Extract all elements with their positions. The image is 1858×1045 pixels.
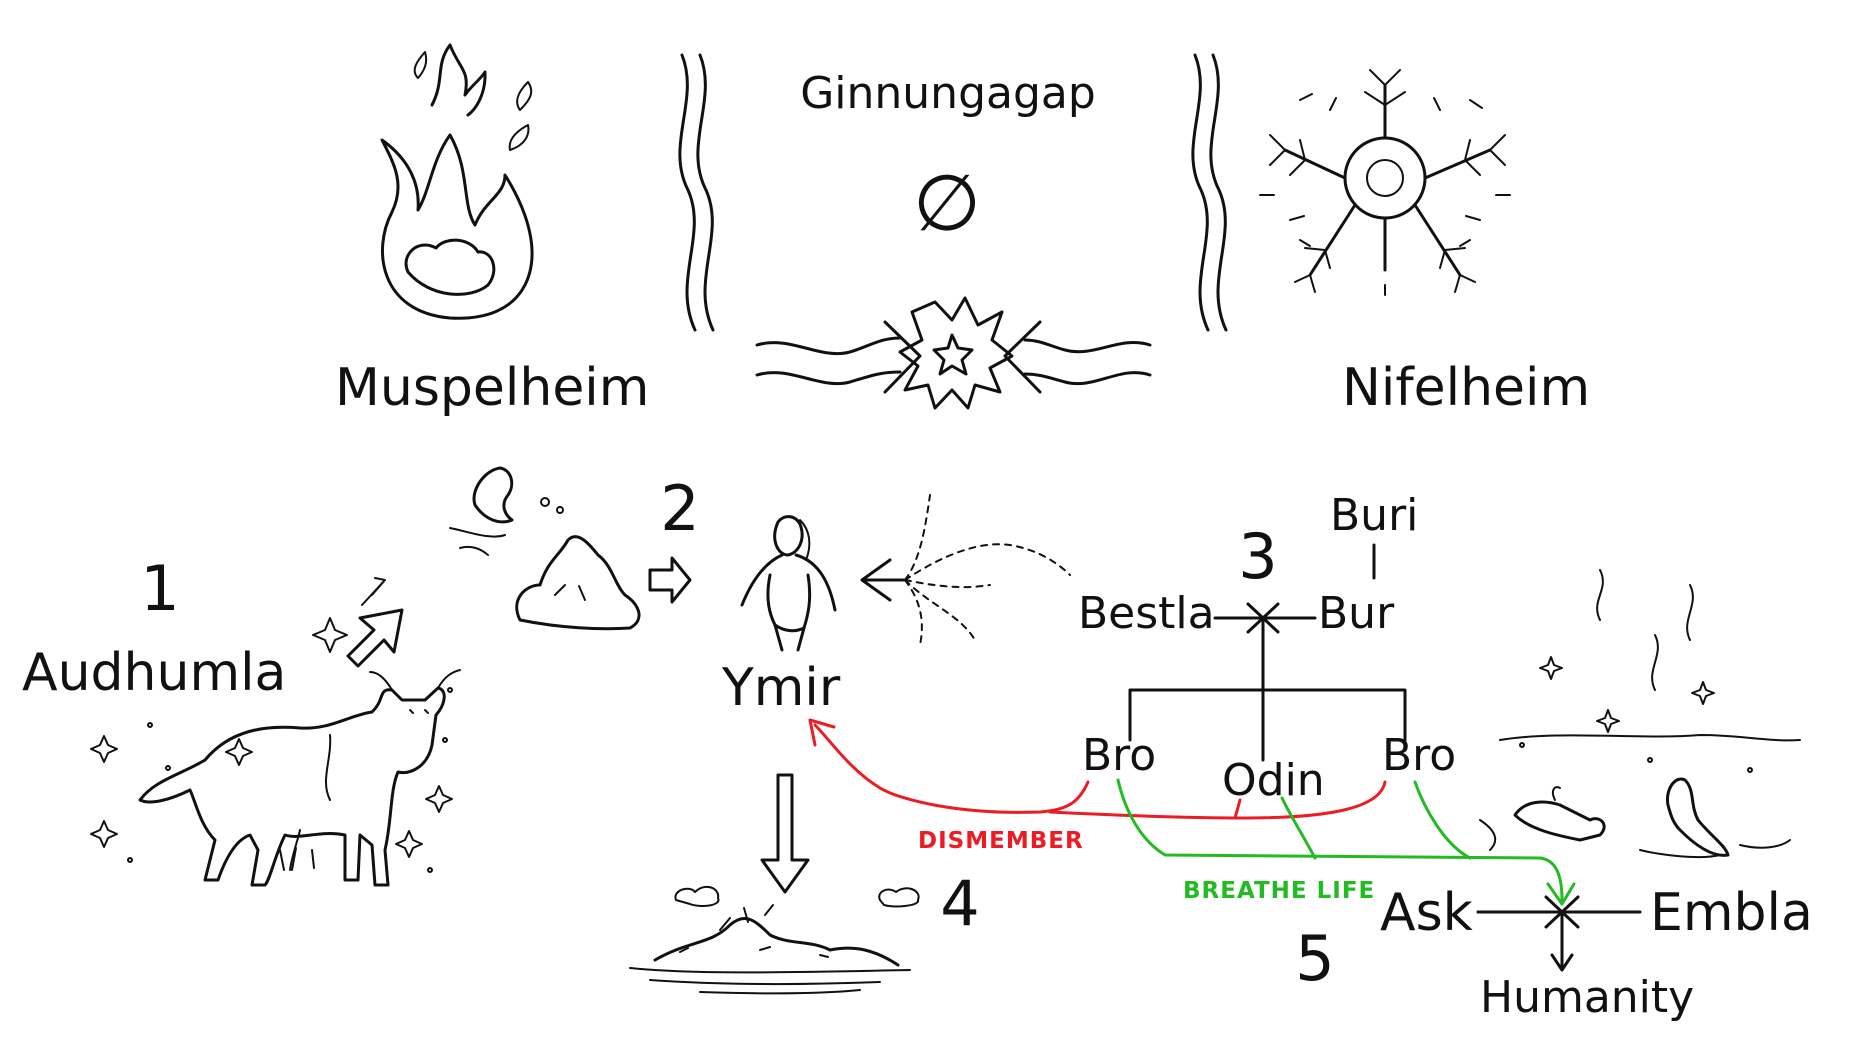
family-tree-lines [1128, 602, 1407, 762]
ymir-scatter-arrows [860, 494, 1071, 646]
audhumla-label: Audhumla [22, 643, 286, 703]
embla-label: Embla [1650, 883, 1813, 943]
breathe-life-label: BREATHE LIFE [1183, 878, 1375, 904]
nifelheim-label: Nifelheim [1342, 358, 1590, 418]
buri-label: Buri [1330, 490, 1418, 541]
dismember-arrow [808, 718, 1387, 820]
step-1-number: 1 [140, 552, 179, 625]
ask-embla-union-lines [1476, 895, 1642, 972]
void-symbol: ∅ [913, 159, 981, 249]
step-3-number: 3 [1238, 520, 1277, 593]
realm-separator-left [678, 53, 715, 332]
ymir-figure-icon [740, 515, 837, 652]
ice-block-icon [449, 466, 692, 631]
bestla-label: Bestla [1078, 588, 1215, 639]
muspelheim-label: Muspelheim [335, 358, 649, 418]
snowflake-icon [1259, 69, 1511, 296]
realm-separator-right [1191, 53, 1228, 332]
ask-label: Ask [1380, 883, 1473, 943]
fire-icon [380, 43, 534, 320]
down-arrow-ymir-to-world [760, 773, 810, 894]
step-2-number: 2 [660, 472, 699, 545]
ymir-label: Ymir [721, 658, 841, 718]
step-5-number: 5 [1295, 922, 1334, 995]
driftwood-figures-icon [1479, 569, 1801, 859]
odin-label: Odin [1222, 755, 1325, 806]
ginnungagap-label: Ginnungagap [800, 68, 1096, 119]
bur-label: Bur [1318, 588, 1395, 639]
land-and-sea-icon [629, 885, 920, 995]
dismember-label: DISMEMBER [918, 828, 1084, 854]
breathe-life-arrow [1116, 778, 1576, 906]
collision-burst-icon [755, 296, 1152, 410]
cow-icon [90, 577, 461, 887]
step-4-number: 4 [940, 867, 979, 940]
bro-right-label: Bro [1382, 730, 1456, 781]
humanity-label: Humanity [1480, 972, 1694, 1023]
bro-left-label: Bro [1082, 730, 1156, 781]
